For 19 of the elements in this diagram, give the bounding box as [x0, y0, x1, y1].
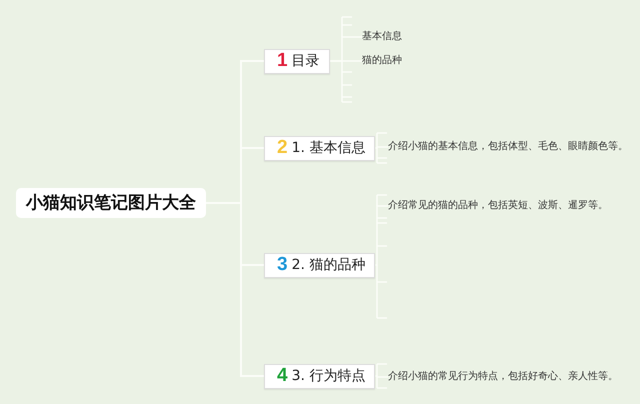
branch-number: 3 — [277, 254, 288, 276]
branch-title: 目录 — [292, 52, 320, 70]
branch-number: 1 — [277, 50, 288, 72]
branch-number: 4 — [277, 365, 288, 387]
topic-card — [264, 252, 376, 278]
branch-number: 2 — [277, 137, 288, 159]
topic-card — [264, 136, 376, 160]
subtopic-label: 猫的品种 — [362, 54, 402, 68]
subtopic-label: 基本信息 — [362, 30, 402, 44]
topic-note: 介绍常见的猫的品种，包括英短、波斯、暹罗等。 — [388, 199, 608, 213]
topic-card — [264, 364, 376, 388]
branch-title: 3. 行为特点 — [292, 367, 366, 385]
topic-note: 介绍小猫的常见行为特点，包括好奇心、亲人性等。 — [388, 370, 618, 384]
connector-line — [375, 205, 388, 266]
root-topic: 小猫知识笔记图片大全 — [16, 188, 206, 218]
branch-title: 1. 基本信息 — [292, 139, 366, 157]
branch-title: 2. 猫的品种 — [292, 256, 366, 274]
topic-card — [264, 48, 330, 74]
topic-note: 介绍小猫的基本信息，包括体型、毛色、眼睛颜色等。 — [388, 140, 628, 154]
